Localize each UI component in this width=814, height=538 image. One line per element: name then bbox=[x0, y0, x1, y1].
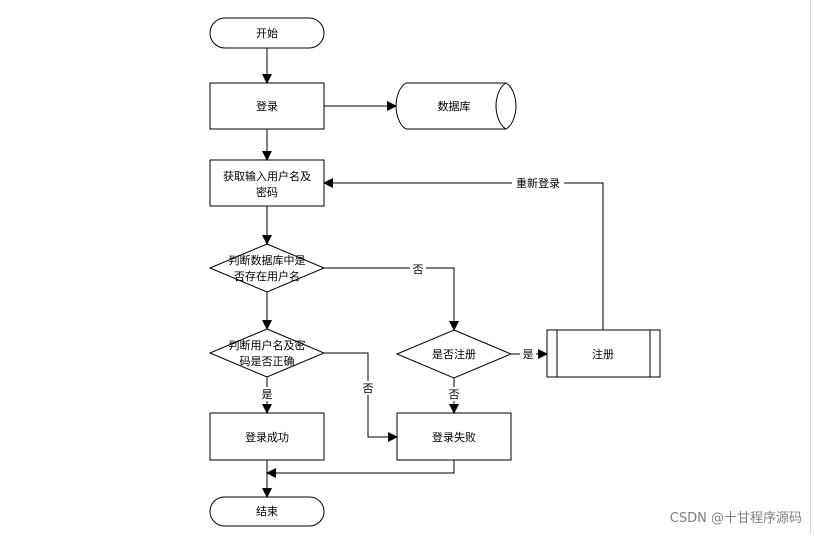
register-question-label: 是否注册 bbox=[432, 347, 476, 361]
edge-label-correct-yes: 是 bbox=[262, 388, 273, 401]
login-process: 登录 bbox=[209, 82, 325, 130]
get-input-line1: 获取输入用户名及 bbox=[223, 169, 311, 183]
login-label: 登录 bbox=[256, 99, 278, 113]
edge-label-register-no: 否 bbox=[449, 388, 460, 401]
end-label: 结束 bbox=[256, 505, 278, 518]
edge-label-exists-no: 否 bbox=[413, 263, 424, 276]
edge-label-register-yes: 是 bbox=[523, 348, 534, 361]
connector-check-correct-no: 否 bbox=[324, 352, 398, 442]
start-label: 开始 bbox=[256, 26, 278, 40]
connector-check-correct-yes: 是 bbox=[259, 377, 275, 414]
login-success-label: 登录成功 bbox=[245, 430, 289, 444]
check-exists-line2: 否存在用户名 bbox=[234, 269, 300, 283]
check-exists-line1: 判断数据库中是 bbox=[229, 253, 306, 267]
login-fail-process: 登录失败 bbox=[396, 412, 512, 461]
register-question-decision: 是否注册 bbox=[395, 329, 513, 379]
end-terminal: 结束 bbox=[209, 496, 325, 527]
database-storage: 数据库 bbox=[395, 82, 517, 130]
check-correct-line2: 码是否正确 bbox=[240, 355, 295, 368]
page-border-line bbox=[810, 0, 811, 534]
start-terminal: 开始 bbox=[209, 17, 325, 49]
login-fail-label: 登录失败 bbox=[432, 430, 476, 444]
connector-fail-to-end bbox=[266, 460, 455, 478]
connector-register-to-input: 重新登录 bbox=[323, 176, 604, 330]
connector-register-question-no: 否 bbox=[446, 378, 462, 414]
database-label: 数据库 bbox=[438, 99, 471, 113]
register-label: 注册 bbox=[592, 347, 614, 361]
check-exists-decision: 判断数据库中是 否存在用户名 bbox=[208, 243, 326, 293]
connector-check-exists-no: 否 bbox=[324, 262, 459, 331]
login-success-process: 登录成功 bbox=[209, 412, 325, 461]
edge-label-correct-no: 否 bbox=[363, 382, 374, 395]
register-subprocess: 注册 bbox=[546, 329, 661, 378]
watermark: CSDN @十甘程序源码 bbox=[669, 511, 802, 526]
edge-label-relogin: 重新登录 bbox=[516, 176, 560, 190]
get-input-line2: 密码 bbox=[256, 185, 278, 199]
check-correct-decision: 判断用户名及密 码是否正确 bbox=[208, 328, 326, 378]
connector-register-question-yes: 是 bbox=[511, 347, 548, 361]
check-correct-line1: 判断用户名及密 bbox=[229, 338, 306, 352]
get-input-process: 获取输入用户名及 密码 bbox=[209, 159, 325, 207]
